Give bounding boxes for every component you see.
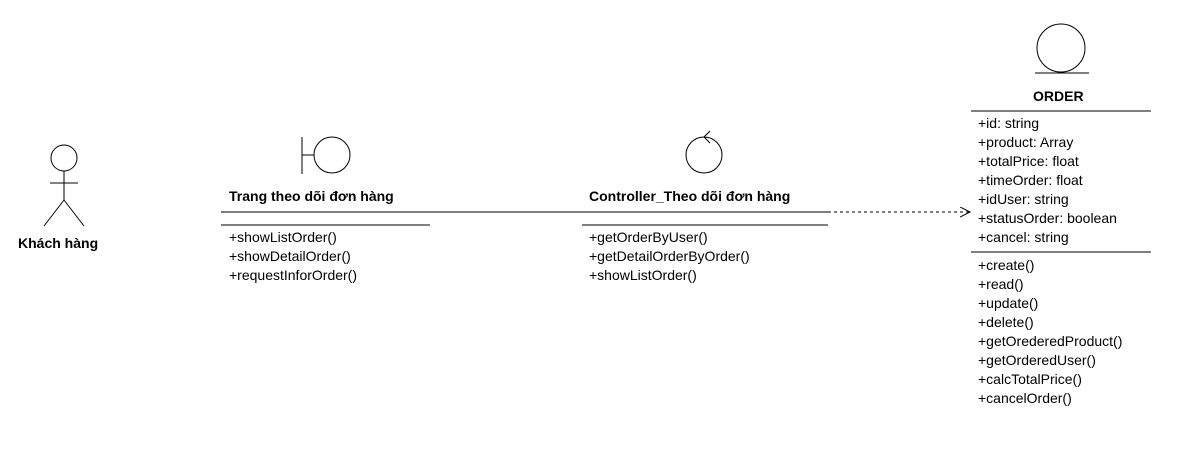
method-item: +showListOrder() xyxy=(589,267,697,283)
method-item: +getDetailOrderByOrder() xyxy=(589,248,750,264)
control-class-box xyxy=(582,211,828,226)
method-item: +update() xyxy=(978,295,1039,311)
boundary-methods: +showListOrder() +showDetailOrder() +req… xyxy=(229,228,357,285)
attribute-item: +totalPrice: float xyxy=(978,153,1079,169)
entity-class-name: ORDER xyxy=(1033,88,1084,104)
attribute-item: +cancel: string xyxy=(978,229,1069,245)
boundary-class-box xyxy=(221,211,430,226)
method-item: +read() xyxy=(978,276,1024,292)
method-item: +showListOrder() xyxy=(229,229,337,245)
attribute-item: +product: Array xyxy=(978,134,1074,150)
method-item: +delete() xyxy=(978,314,1034,330)
method-item: +cancelOrder() xyxy=(978,390,1072,406)
attribute-item: +idUser: string xyxy=(978,191,1069,207)
method-item: +requestInforOrder() xyxy=(229,267,357,283)
method-item: +getOrederedProduct() xyxy=(978,333,1123,349)
entity-class-box xyxy=(971,110,1151,253)
boundary-icon xyxy=(301,136,351,174)
method-item: +getOrderedUser() xyxy=(978,352,1096,368)
entity-icon xyxy=(1035,23,1089,74)
attribute-item: +id: string xyxy=(978,115,1040,131)
method-item: +showDetailOrder() xyxy=(229,248,351,264)
control-icon xyxy=(685,130,723,174)
method-item: +getOrderByUser() xyxy=(589,229,708,245)
entity-methods: +create() +read() +update() +delete() +g… xyxy=(978,256,1122,408)
actor-icon xyxy=(43,144,85,227)
control-class-name: Controller_Theo dõi đơn hàng xyxy=(589,188,791,204)
method-item: +create() xyxy=(978,257,1035,273)
entity-attributes: +id: string +product: Array +totalPrice:… xyxy=(978,114,1117,247)
method-item: +calcTotalPrice() xyxy=(978,371,1082,387)
actor-label: Khách hàng xyxy=(18,235,99,251)
control-methods: +getOrderByUser() +getDetailOrderByOrder… xyxy=(589,228,750,285)
attribute-item: +statusOrder: boolean xyxy=(978,210,1117,226)
attribute-item: +timeOrder: float xyxy=(978,172,1083,188)
boundary-class-name: Trang theo dõi đơn hàng xyxy=(229,188,394,204)
